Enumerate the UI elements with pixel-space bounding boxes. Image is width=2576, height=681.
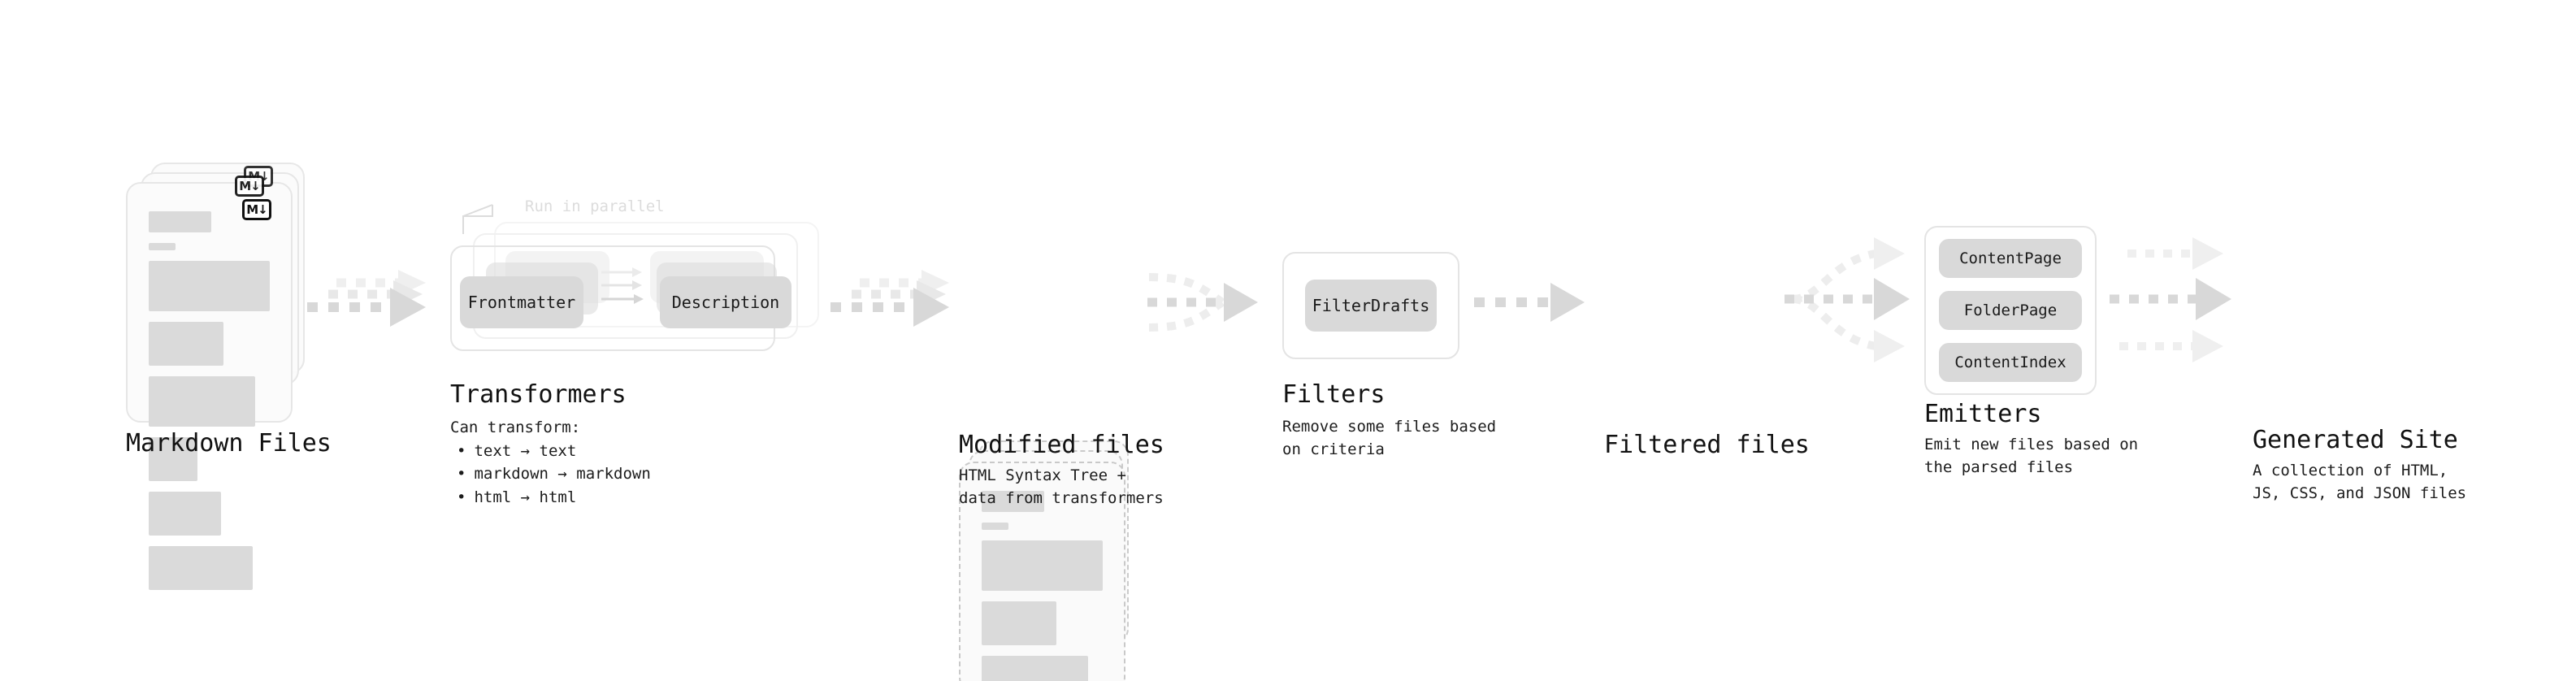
transformers-bullet-1: markdown → markdown: [450, 462, 650, 486]
conn-emitters-site: [2110, 224, 2260, 371]
filters-group: [1282, 252, 1459, 359]
modified-files-caption: HTML Syntax Tree + data from transformer…: [959, 466, 1164, 507]
modified-files-title: Modified files: [959, 431, 1164, 459]
filter-pill-filterdrafts[interactable]: FilterDrafts: [1305, 280, 1437, 332]
stage-modified-files: [959, 440, 1146, 681]
markdown-sheet-front: [126, 182, 293, 590]
conn-modified-filters: [1138, 252, 1284, 358]
stage-emitters: ContentPage FolderPage ContentIndex: [1924, 226, 2097, 395]
conn-transformers-modified: [826, 268, 980, 349]
transformers-caption-heading: Can transform:: [450, 419, 581, 436]
emitter-pill-contentpage[interactable]: ContentPage: [1939, 239, 2082, 278]
transformer-internal-arrows: [601, 267, 644, 304]
generated-site-caption: A collection of HTML, JS, CSS, and JSON …: [2253, 462, 2467, 502]
transformers-bullet-0: text → text: [450, 440, 651, 463]
run-in-parallel-bracket: [462, 204, 493, 234]
conn-filtered-emitters: [1785, 224, 1935, 371]
transformers-bullet-list: text → text markdown → markdown html → h…: [450, 440, 651, 510]
filtered-files-title: Filtered files: [1604, 431, 1810, 459]
transformer-pill-description[interactable]: Description: [660, 276, 791, 328]
conn-markdown-transformers: [302, 268, 457, 349]
generated-site-title: Generated Site: [2253, 426, 2458, 454]
modified-skeleton: [982, 491, 1103, 681]
stage-transformers: Frontmatter Description Frontmatter Desc…: [445, 187, 827, 358]
emitters-group: [1924, 226, 2097, 395]
conn-filters-filtered: [1469, 283, 1607, 332]
transformer-pill-frontmatter[interactable]: Frontmatter: [460, 276, 583, 328]
emitter-pill-contentindex[interactable]: ContentIndex: [1939, 343, 2082, 382]
markdown-icon: M↓: [242, 199, 271, 220]
emitter-pill-folderpage[interactable]: FolderPage: [1939, 291, 2082, 330]
transformers-title: Transformers: [450, 380, 627, 409]
markdown-skeleton: [149, 211, 270, 590]
markdown-icon-back-1: M↓: [235, 176, 264, 197]
markdown-files-title: Markdown Files: [126, 429, 332, 458]
filters-caption: Remove some files based on criteria: [1282, 418, 1497, 458]
transformers-caption: Can transform: text → text markdown → ma…: [450, 416, 651, 509]
run-in-parallel-label: Run in parallel: [525, 197, 665, 215]
stage-markdown-files: M↓ M↓ M↓: [126, 163, 313, 590]
filters-title: Filters: [1282, 380, 1386, 409]
transformers-bullet-2: html → html: [450, 486, 651, 510]
emitters-title: Emitters: [1924, 400, 2042, 428]
stage-filters: FilterDrafts: [1282, 252, 1459, 359]
emitters-caption: Emit new files based on the parsed files: [1924, 436, 2139, 476]
modified-sheet-front: [959, 462, 1125, 681]
